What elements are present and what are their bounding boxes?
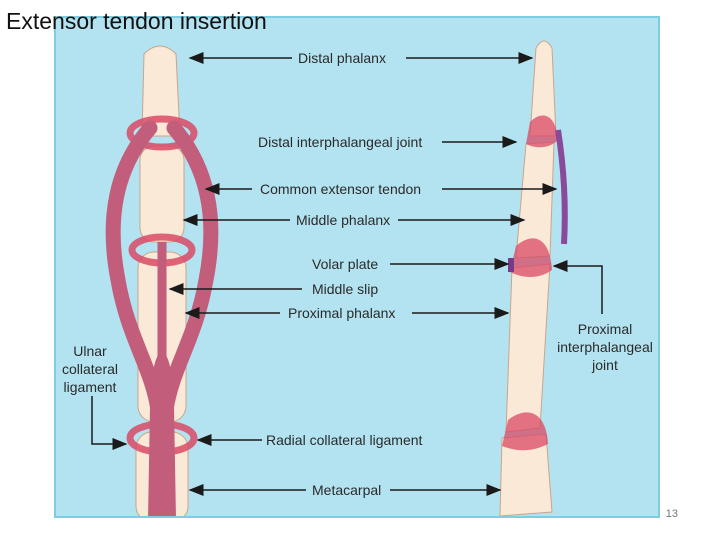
label-middle-phalanx: Middle phalanx <box>296 212 391 228</box>
label-radial-collateral-ligament: Radial collateral ligament <box>266 432 423 448</box>
lateral-dip-joint <box>526 115 558 148</box>
lateral-finger-view <box>499 40 568 516</box>
slide-title: Extensor tendon insertion <box>6 8 267 34</box>
lateral-band-left <box>105 120 166 418</box>
anatomy-figure: Distal phalanx Distal interphalangeal jo… <box>54 16 660 518</box>
label-proximal-phalanx: Proximal phalanx <box>288 305 396 321</box>
label-volar-plate: Volar plate <box>312 256 379 272</box>
finger-illustration <box>91 40 603 516</box>
page-number: 13 <box>665 508 678 520</box>
label-pip-joint: Proximal interphalangeal joint <box>557 321 653 373</box>
common-tendon-trunk <box>148 406 176 516</box>
arrow-pip-joint <box>552 260 603 314</box>
label-dip-joint: Distal interphalangeal joint <box>258 134 423 150</box>
middle-phalanx-bone <box>139 145 185 243</box>
lateral-mcp-joint <box>502 412 548 451</box>
dorsal-finger-view <box>105 45 219 516</box>
label-middle-slip: Middle slip <box>312 281 379 297</box>
arrow-ulnar-collateral <box>91 396 128 450</box>
label-distal-phalanx: Distal phalanx <box>298 50 386 66</box>
lateral-extensor-tendon <box>555 129 568 245</box>
label-common-extensor-tendon: Common extensor tendon <box>260 181 422 197</box>
volar-plate-mark <box>508 258 514 272</box>
label-ulnar-collateral-ligament: Ulnar collateral ligament <box>61 343 119 395</box>
label-metacarpal: Metacarpal <box>312 482 382 498</box>
lateral-band-right <box>158 120 219 418</box>
lateral-proximal-phalanx <box>505 263 551 433</box>
lateral-pip-joint <box>510 238 552 277</box>
lateral-distal-phalanx <box>529 40 557 137</box>
middle-slip-fan <box>152 348 172 410</box>
leader-arrows <box>91 52 603 496</box>
dip-joint-ring <box>126 115 198 151</box>
